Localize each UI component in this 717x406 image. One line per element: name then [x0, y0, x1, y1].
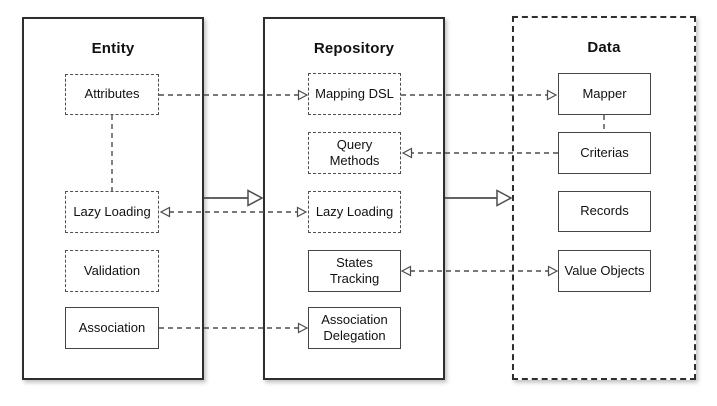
panel-data-title: Data: [587, 39, 621, 56]
node-data-criterias: Criterias: [558, 132, 651, 174]
arrowhead-repository-icon: [247, 189, 264, 207]
arrowhead-data-icon: [496, 189, 513, 207]
panel-entity-title: Entity: [91, 40, 135, 57]
node-entity-validation: Validation: [65, 250, 159, 292]
node-entity-attributes: Attributes: [65, 74, 159, 115]
node-data-records: Records: [558, 191, 651, 232]
node-data-value-objects: Value Objects: [558, 250, 651, 292]
node-repository-lazy-loading: Lazy Loading: [308, 191, 401, 233]
node-entity-association: Association: [65, 307, 159, 349]
panel-repository-title: Repository: [313, 40, 395, 57]
node-repository-states-tracking: States Tracking: [308, 250, 401, 292]
node-repository-association-delegation: Association Delegation: [308, 307, 401, 349]
node-data-mapper: Mapper: [558, 73, 651, 115]
node-repository-query-methods: Query Methods: [308, 132, 401, 174]
node-repository-mapping-dsl: Mapping DSL: [308, 73, 401, 115]
node-entity-lazy-loading: Lazy Loading: [65, 191, 159, 233]
